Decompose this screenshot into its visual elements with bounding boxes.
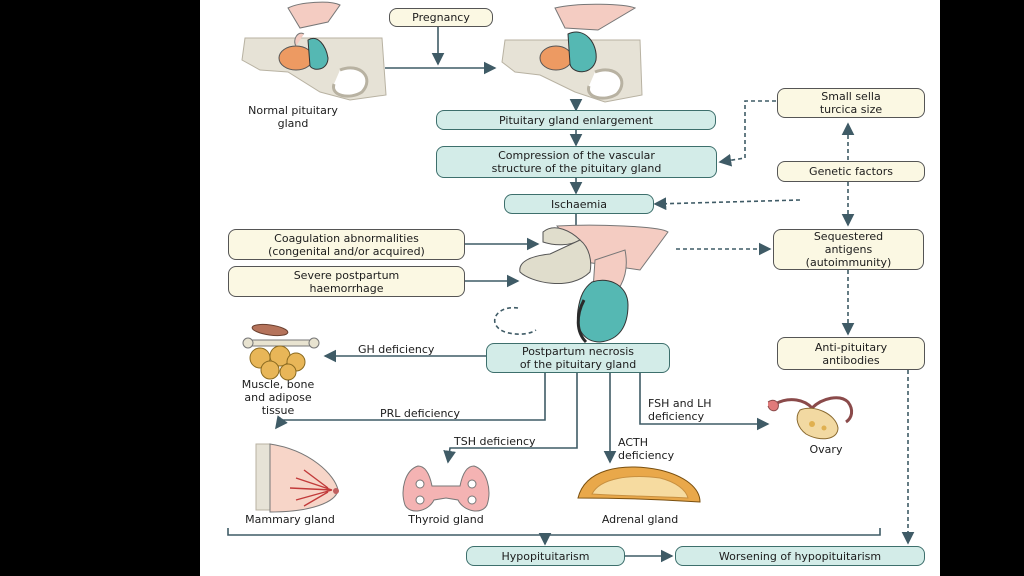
sella-box: Small sella turcica size [777, 88, 925, 118]
sequestered-box: Sequestered antigens (autoimmunity) [773, 229, 924, 270]
genetic-box: Genetic factors [777, 161, 925, 182]
adrenal-illustration [577, 466, 701, 503]
necrosis-outline [494, 307, 537, 335]
thyroid-illustration [402, 465, 490, 512]
prl-label: PRL deficiency [380, 407, 460, 420]
muscle-label: Muscle, bone and adipose tissue [241, 378, 315, 417]
pregnancy-box: Pregnancy [389, 8, 493, 27]
genetic-ischaemia-arrow [653, 197, 801, 211]
necrotic-pituitary-illustration [519, 224, 669, 344]
gh-label: GH deficiency [358, 343, 435, 356]
connector-layer [227, 1, 915, 563]
tsh-label: TSH deficiency [454, 435, 536, 448]
prl-arrow [275, 372, 546, 430]
ischaemia-box: Ischaemia [504, 194, 654, 214]
tissue-illustration [242, 323, 320, 381]
normal-gland-label: Normal pituitary gland [248, 104, 338, 130]
adrenal-label: Adrenal gland [601, 513, 679, 526]
mammary-illustration [255, 443, 339, 513]
enlargement-box: Pituitary gland enlargement [436, 110, 716, 130]
sella-compression-arrow [718, 100, 776, 167]
enlarged-pituitary-illustration [501, 3, 643, 103]
fsh-arrow [639, 372, 770, 431]
compression-box: Compression of the vascular structure of… [436, 146, 717, 178]
acth-label: ACTH deficiency [618, 436, 675, 462]
mammary-label: Mammary gland [245, 513, 335, 526]
ovary-illustration [767, 396, 854, 440]
thyroid-label: Thyroid gland [408, 513, 484, 526]
antibodies-box: Anti-pituitary antibodies [777, 337, 925, 370]
tsh-arrow [443, 372, 578, 464]
necrosis-box: Postpartum necrosis of the pituitary gla… [486, 343, 670, 373]
fsh-label: FSH and LH deficiency [648, 397, 712, 423]
ovary-label: Ovary [809, 443, 843, 456]
haemorrhage-box: Severe postpartum haemorrhage [228, 266, 465, 297]
hypopituitarism-box: Hypopituitarism [466, 546, 625, 566]
coagulation-box: Coagulation abnormalities (congenital an… [228, 229, 465, 260]
normal-pituitary-illustration [241, 1, 387, 101]
worsening-box: Worsening of hypopituitarism [675, 546, 925, 566]
diagram-canvas: Pregnancy Pituitary gland enlargement Co… [200, 0, 940, 576]
